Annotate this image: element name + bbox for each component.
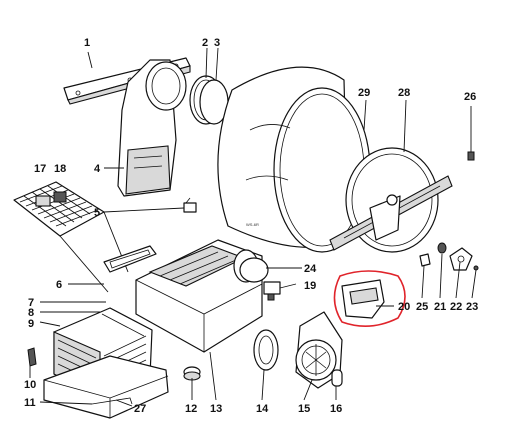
callout-23: 23: [466, 301, 478, 313]
part-29-drum: WS-6R: [217, 66, 371, 253]
part-21-22-23-bearing: [437, 242, 479, 271]
callout-3: 3: [214, 37, 220, 49]
callout-18: 18: [54, 163, 66, 175]
callout-2: 2: [202, 37, 208, 49]
part-17-18-inset: [13, 181, 129, 293]
callout-27: 27: [134, 403, 146, 415]
callout-26: 26: [464, 91, 476, 103]
callout-22: 22: [450, 301, 462, 313]
part-25-connector: [419, 253, 431, 267]
callout-25: 25: [416, 301, 428, 313]
callout-14: 14: [256, 403, 269, 415]
callout-29: 29: [358, 87, 370, 99]
part-10-knob: [27, 347, 37, 367]
callout-17: 17: [34, 163, 46, 175]
callout-12: 12: [185, 403, 197, 415]
callout-11: 11: [24, 397, 36, 409]
callout-19: 19: [304, 280, 316, 292]
callout-9: 9: [28, 318, 34, 330]
callout-15: 15: [298, 403, 310, 415]
part-20-filter: [341, 279, 385, 319]
callout-20: 20: [398, 301, 410, 313]
callout-24: 24: [304, 263, 317, 275]
callout-1: 1: [84, 37, 90, 49]
highlight-circle: [333, 270, 406, 327]
part-24-seal: [239, 257, 302, 283]
svg-text:WS-6R: WS-6R: [246, 222, 259, 227]
part-5-clip: [183, 197, 197, 213]
part-6-gasket: [103, 245, 157, 273]
callout-6: 6: [56, 279, 62, 291]
leader-lines: [29, 47, 477, 407]
part-11-27-lower-tray: [43, 355, 169, 419]
part-28-front-disc: [329, 147, 453, 253]
callout-labels: 1 2 3 4 5 6 7 8 9 10 11 12 13 14 15 16 1…: [24, 37, 478, 415]
callout-10: 10: [24, 379, 36, 391]
callout-21: 21: [434, 301, 446, 313]
callout-28: 28: [398, 87, 410, 99]
part-19-sensor: [263, 281, 281, 301]
callout-13: 13: [210, 403, 222, 415]
part-2-3-seal-rings: [189, 75, 229, 125]
part-16-cylinder: [331, 369, 343, 387]
part-13-base-housing: [135, 239, 263, 353]
part-4-rear-duct: [117, 59, 187, 197]
callout-16: 16: [330, 403, 342, 415]
part-15-blower: [295, 311, 343, 389]
part-26-screw: [467, 106, 475, 161]
callout-7: 7: [28, 297, 34, 309]
callout-5: 5: [94, 207, 100, 219]
part-14-ring: [253, 329, 279, 371]
callout-8: 8: [28, 307, 34, 319]
callout-4: 4: [94, 163, 101, 175]
